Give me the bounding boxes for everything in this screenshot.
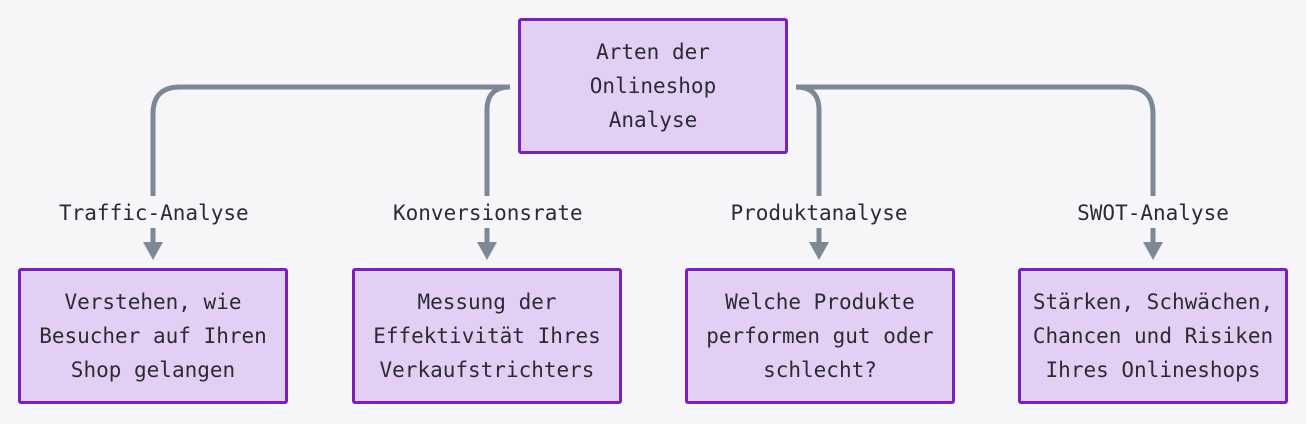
connector-produktanalyse	[795, 84, 822, 196]
arrowhead-swot-analyse	[1143, 242, 1163, 260]
root-node: Arten der Onlineshop Analyse	[518, 18, 788, 154]
edge-label-konversionsrate: Konversionsrate	[387, 199, 587, 227]
connector-traffic-analyse	[150, 84, 510, 196]
edge-label-swot-analyse: SWOT-Analyse	[1053, 199, 1253, 227]
arrowhead-traffic-analyse	[143, 242, 163, 260]
child-node-produktanalyse: Welche Produkte performen gut oder schle…	[685, 268, 955, 404]
child-node-konversionsrate: Messung der Effektivität Ihres Verkaufst…	[352, 268, 622, 404]
child-node-swot-analyse: Stärken, Schwächen, Chancen und Risiken …	[1018, 268, 1288, 404]
arrowhead-produktanalyse	[809, 242, 829, 260]
arrowhead-konversionsrate	[477, 242, 497, 260]
connector-konversionsrate	[484, 84, 511, 196]
edge-label-traffic-analyse: Traffic-Analyse	[53, 199, 253, 227]
child-node-traffic-analyse: Verstehen, wie Besucher auf Ihren Shop g…	[18, 268, 288, 404]
edge-label-produktanalyse: Produktanalyse	[719, 199, 919, 227]
connector-swot-analyse	[796, 84, 1156, 196]
